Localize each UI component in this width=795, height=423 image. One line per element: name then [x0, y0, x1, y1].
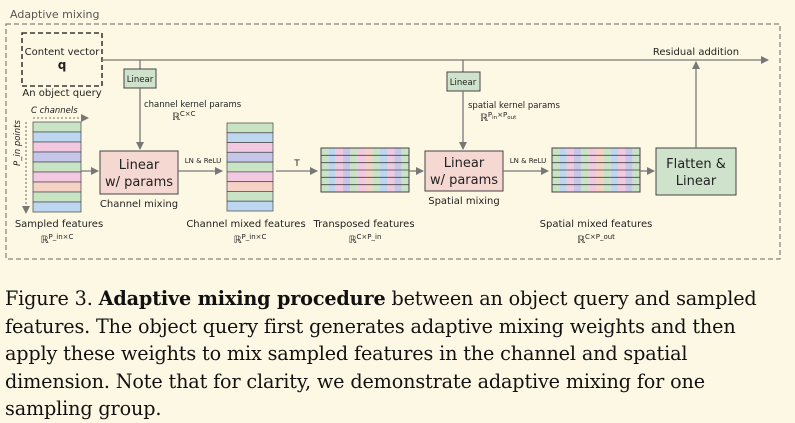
- linear-small-1-label: Linear: [127, 75, 154, 85]
- linear-params-1-line1: Linear: [119, 158, 160, 173]
- flatten-line1: Flatten &: [666, 157, 726, 172]
- transposed-features-matrix: [320, 147, 410, 193]
- spatial-mixed-features-matrix: [551, 147, 641, 193]
- channel-mixed-features-matrix: [226, 122, 274, 212]
- matrix-row: [226, 151, 274, 163]
- matrix-row: [32, 141, 82, 153]
- caption-figure-number: Figure 3.: [5, 287, 93, 310]
- matrix-border: [320, 147, 410, 193]
- ln-relu-2: LN & ReLU: [510, 157, 547, 165]
- matrix-row: [32, 131, 82, 143]
- matrix-border: [551, 147, 641, 193]
- sampled-features-matrix: [32, 121, 82, 213]
- sampled-features-dims: ℝP_in×C: [41, 233, 74, 246]
- linear-params-1-line2: w/ params: [105, 175, 173, 190]
- linear-params-2-line2: w/ params: [430, 173, 498, 188]
- flatten-line2: Linear: [676, 174, 717, 189]
- matrix-row: [32, 181, 82, 193]
- matrix-row: [226, 122, 274, 134]
- residual-label: Residual addition: [653, 47, 739, 58]
- matrix-row: [226, 161, 274, 173]
- spatial-kernel-label: spatial kernel params: [468, 101, 560, 111]
- transposed-label: Transposed features: [312, 219, 414, 230]
- matrix-row: [32, 191, 82, 203]
- matrix-row: [226, 171, 274, 183]
- channel-mixed-dims: ℝP_in×C: [234, 233, 267, 246]
- figure-caption: Figure 3. Adaptive mixing procedure betw…: [5, 285, 791, 423]
- transpose-label: T: [293, 159, 300, 169]
- matrix-row: [32, 201, 82, 213]
- section-label: Adaptive mixing: [10, 8, 99, 21]
- matrix-row: [226, 181, 274, 192]
- spatial-mixing-label: Spatial mixing: [428, 196, 500, 207]
- flatten-linear-box: [655, 147, 737, 196]
- matrix-row: [226, 191, 274, 202]
- channel-kernel-dims: ℝC×C: [172, 110, 196, 123]
- transposed-dims: ℝC×P_in: [349, 233, 382, 246]
- content-vector-label: Content vector: [25, 47, 101, 58]
- adaptive-mixing-diagram: Adaptive mixing Content vector q An obje…: [5, 8, 781, 260]
- matrix-row: [226, 142, 274, 153]
- channel-mixing-label: Channel mixing: [100, 199, 178, 210]
- channel-mixed-label: Channel mixed features: [186, 219, 305, 230]
- matrix-row: [32, 121, 82, 133]
- matrix-row: [32, 161, 82, 173]
- caption-body: between an object query and sampled feat…: [5, 287, 757, 420]
- content-vector-symbol: q: [58, 58, 67, 72]
- spatial-kernel-dims: ℝPin×Pout: [480, 111, 517, 124]
- linear-small-2-label: Linear: [450, 78, 477, 88]
- caption-bold-title: Adaptive mixing procedure: [98, 287, 386, 310]
- object-query-label: An object query: [22, 88, 101, 99]
- linear-params-1: [99, 150, 179, 195]
- pin-points-label: P_in points: [13, 119, 23, 166]
- matrix-row: [226, 132, 274, 143]
- spatial-mixed-dims: ℝC×P_out: [577, 233, 615, 246]
- channel-kernel-label: channel kernel params: [144, 100, 242, 110]
- ln-relu-1: LN & ReLU: [185, 157, 222, 165]
- spatial-mixed-label: Spatial mixed features: [540, 219, 653, 230]
- sampled-features-label: Sampled features: [15, 219, 103, 230]
- matrix-row: [226, 200, 274, 212]
- c-channels-label: C channels: [31, 106, 78, 116]
- outer-frame: [5, 23, 781, 260]
- matrix-row: [32, 151, 82, 163]
- matrix-row: [32, 171, 82, 183]
- linear-params-2-line1: Linear: [444, 156, 485, 171]
